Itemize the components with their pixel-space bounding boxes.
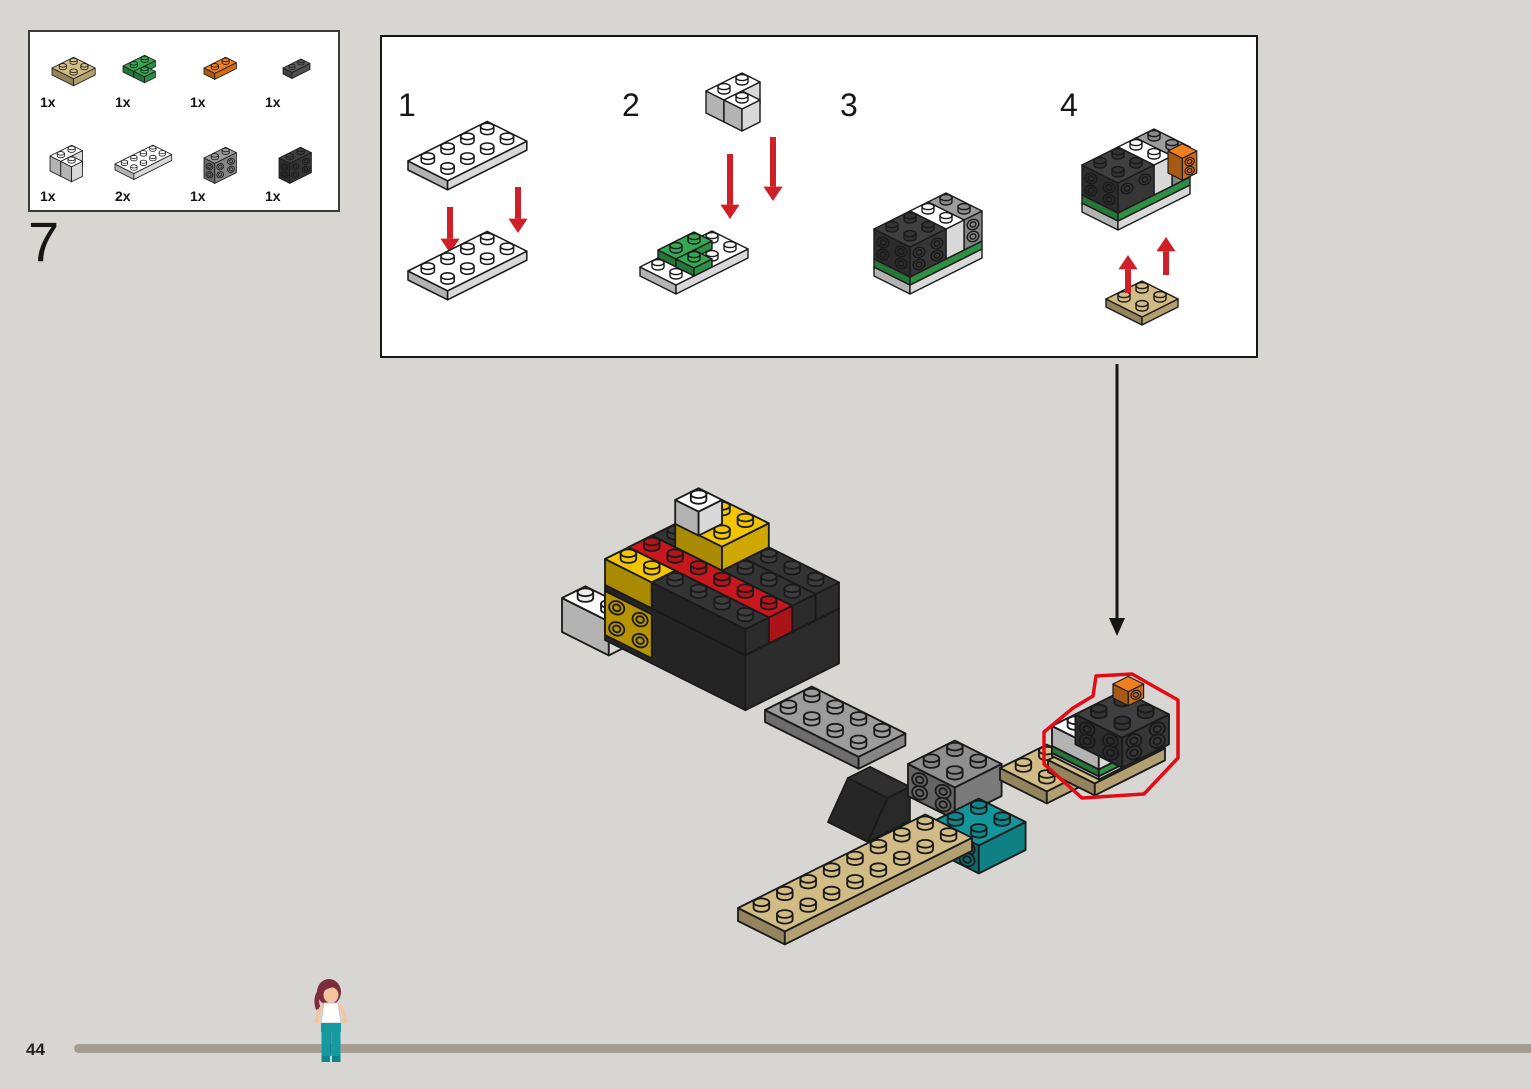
substep-3-diagram <box>873 192 983 295</box>
plate-2x2-tan-icon <box>51 56 96 87</box>
part-count: 1x <box>190 188 206 204</box>
plate-1x2-orange-icon <box>203 56 237 80</box>
parts-list-item: 1x <box>34 132 109 204</box>
parts-list-item: 1x <box>259 38 334 110</box>
substep-2-diagram <box>639 72 783 295</box>
parts-list: 1x 1x 1x 1x 1x 2x 1x 1x <box>28 30 340 212</box>
part-count: 1x <box>265 188 281 204</box>
corner-brick-white-icon <box>49 144 83 183</box>
corner-plate-2x2-green-icon <box>122 54 156 84</box>
parts-list-item: 1x <box>109 38 184 110</box>
minifigure-icon <box>314 979 348 1062</box>
part-count: 1x <box>40 94 56 110</box>
page-number: 44 <box>26 1040 45 1059</box>
part-count: 1x <box>190 94 206 110</box>
step-number: 7 <box>28 210 60 273</box>
part-count: 1x <box>40 188 56 204</box>
part-count: 1x <box>115 94 131 110</box>
part-count: 1x <box>265 94 281 110</box>
substep-4-number: 4 <box>1060 87 1078 123</box>
substep-1-diagram <box>407 120 528 301</box>
wing-assembly <box>561 487 840 712</box>
parts-list-item: 1x <box>184 132 259 204</box>
parts-list-item: 1x <box>184 38 259 110</box>
parts-list-item: 1x <box>259 132 334 204</box>
parts-list-row: 1x 2x 1x 1x <box>34 132 334 204</box>
plate-2x4-white-icon <box>114 144 173 180</box>
fuselage-assembly <box>737 685 1095 946</box>
model-illustration <box>561 364 1180 946</box>
parts-list-item: 1x <box>34 38 109 110</box>
instruction-panel: 1 2 3 4 <box>380 35 1258 358</box>
substep-1-number: 1 <box>398 87 416 123</box>
highlight-outline <box>1042 672 1180 800</box>
plate-1x2-dark-gray-icon <box>282 58 311 79</box>
substep-2-number: 2 <box>622 87 640 123</box>
substep-3-number: 3 <box>840 87 858 123</box>
progress-bar <box>74 1044 1531 1053</box>
assembly-guide-arrow-icon <box>1109 364 1125 636</box>
parts-list-row: 1x 1x 1x 1x <box>34 38 334 110</box>
highlighted-subassembly <box>1042 672 1180 800</box>
part-count: 2x <box>115 188 131 204</box>
brick-1x2-side-studs-gray-icon <box>203 146 237 184</box>
parts-list-item: 2x <box>109 132 184 204</box>
brick-1x2-side-studs-dark-gray-icon <box>278 146 312 184</box>
substep-4-diagram <box>1081 128 1198 326</box>
